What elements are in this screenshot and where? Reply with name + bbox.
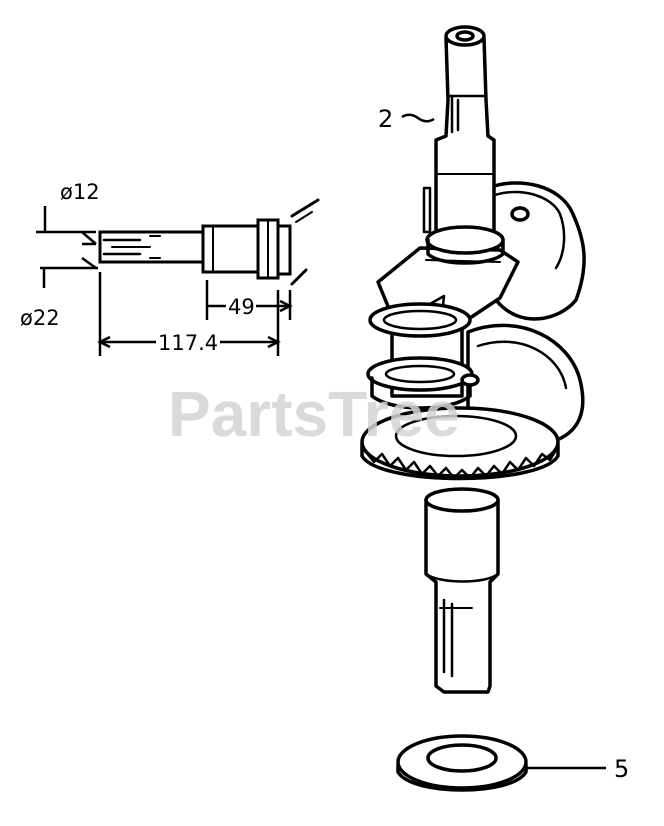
length-117-4-label: 117.4 [158,331,218,355]
leader-lines [401,113,606,770]
diameter-22-label: ø22 [20,306,60,330]
dimension-lines [36,206,293,356]
length-49-label: 49 [228,295,255,319]
dim-arrow [81,256,97,270]
gear-teeth [364,448,558,480]
dim-arrow [267,335,281,349]
shaft-detail-view [98,198,320,286]
washer-drawing [396,734,528,792]
dim-arrow [279,299,293,313]
diameter-12-label: ø12 [60,180,100,204]
watermark-text: PartsTree [168,378,460,450]
callout-2-label: 2 [378,105,393,133]
leader-line-2 [401,113,435,123]
crankshaft-drawing [360,25,586,694]
bolt-hole [510,206,530,222]
callout-5-label: 5 [614,755,629,783]
dim-arrow [81,231,97,246]
dim-arrow [97,335,111,349]
